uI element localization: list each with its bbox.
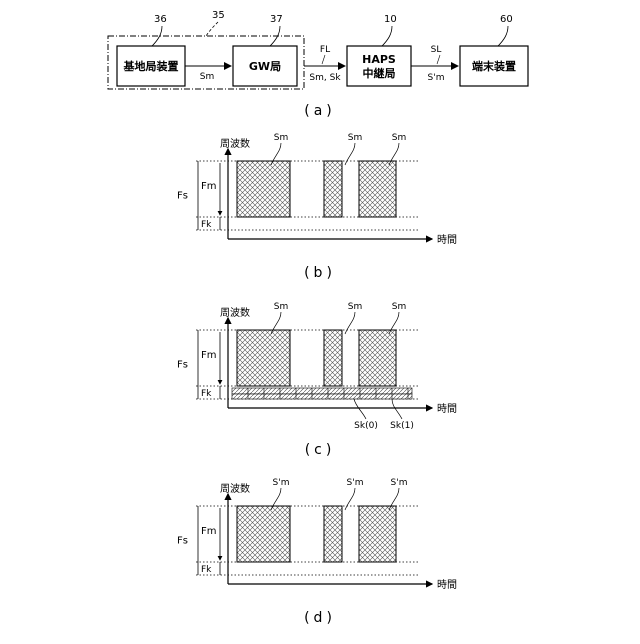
sk-band-lower <box>232 394 412 399</box>
signal-block <box>237 330 290 386</box>
ref-37: 37 <box>270 14 283 25</box>
signal-label: S'm <box>273 478 290 488</box>
haps-label-line1: HAPS <box>362 53 396 66</box>
fk-label: Fk <box>201 389 212 399</box>
sk-leader <box>392 399 402 419</box>
signal-label: S'm <box>347 478 364 488</box>
fk-label: Fk <box>201 565 212 575</box>
fm-label: Fm <box>201 181 217 192</box>
group-ref-35: 35 <box>212 10 225 21</box>
gw-station-label: GW局 <box>249 60 281 73</box>
signal-block <box>359 506 396 562</box>
signal-block <box>237 161 290 217</box>
caption-a: (a) <box>304 103 336 119</box>
x-axis-label: 時間 <box>437 403 457 415</box>
caption: (d) <box>304 610 336 626</box>
caption: (b) <box>304 265 336 281</box>
link-sl-label-bottom: S'm <box>428 73 445 83</box>
link-sl-label-top: SL <box>431 45 442 55</box>
fs-label: Fs <box>177 360 188 371</box>
fs-label: Fs <box>177 536 188 547</box>
block-diagram: 35 基地局装置 36 Sm GW局 37 FL Sm, Sk HAPS 中継局… <box>108 10 528 119</box>
ref-10: 10 <box>384 14 397 25</box>
signal-label: Sm <box>348 133 362 143</box>
sk-leader <box>354 399 366 419</box>
sk-label: Sk(1) <box>390 421 414 431</box>
haps-label-line2: 中継局 <box>363 66 396 80</box>
signal-leader <box>345 312 355 334</box>
y-axis-label: 周波数 <box>220 137 250 150</box>
spectrum-plot-1: 周波数時間 Fs FmFk Sm Sm Sm (b) <box>177 133 457 281</box>
signal-block <box>359 161 396 217</box>
signal-block <box>359 330 396 386</box>
spectrum-plot-3: 周波数時間 Fs FmFk S'm S'm S'm (d) <box>177 478 457 626</box>
fm-label: Fm <box>201 350 217 361</box>
link-sm-label: Sm <box>200 72 214 82</box>
ref-36: 36 <box>154 14 167 25</box>
y-axis-label: 周波数 <box>220 482 250 495</box>
terminal-label: 端末装置 <box>472 59 516 73</box>
signal-label: Sm <box>274 302 288 312</box>
base-station-label: 基地局装置 <box>123 59 179 73</box>
spectrum-plots: 周波数時間FsFmFkSmSmSm(b)周波数時間FsFmFkSmSmSmSk(… <box>177 133 457 626</box>
spectrum-plot-2: 周波数時間 Fs FmFk Sm Sm SmSk(0) Sk(1) (c) <box>177 302 457 458</box>
signal-label: Sm <box>274 133 288 143</box>
sk-band-upper <box>232 388 412 394</box>
fs-label: Fs <box>177 191 188 202</box>
signal-label: Sm <box>392 302 406 312</box>
signal-leader <box>345 488 355 510</box>
sk-label: Sk(0) <box>354 421 378 431</box>
signal-block <box>324 506 342 562</box>
x-axis-label: 時間 <box>437 234 457 246</box>
x-axis-label: 時間 <box>437 579 457 591</box>
signal-label: Sm <box>348 302 362 312</box>
link-fl-label-bottom: Sm, Sk <box>309 73 341 83</box>
fk-label: Fk <box>201 220 212 230</box>
y-axis-label: 周波数 <box>220 306 250 319</box>
fm-label: Fm <box>201 526 217 537</box>
caption: (c) <box>305 442 336 458</box>
signal-block <box>324 161 342 217</box>
signal-leader <box>345 143 355 165</box>
signal-label: Sm <box>392 133 406 143</box>
signal-label: S'm <box>391 478 408 488</box>
haps-relay-block <box>347 46 411 86</box>
link-fl-label-top: FL <box>320 45 330 55</box>
signal-block <box>324 330 342 386</box>
ref-60: 60 <box>500 14 513 25</box>
signal-block <box>237 506 290 562</box>
